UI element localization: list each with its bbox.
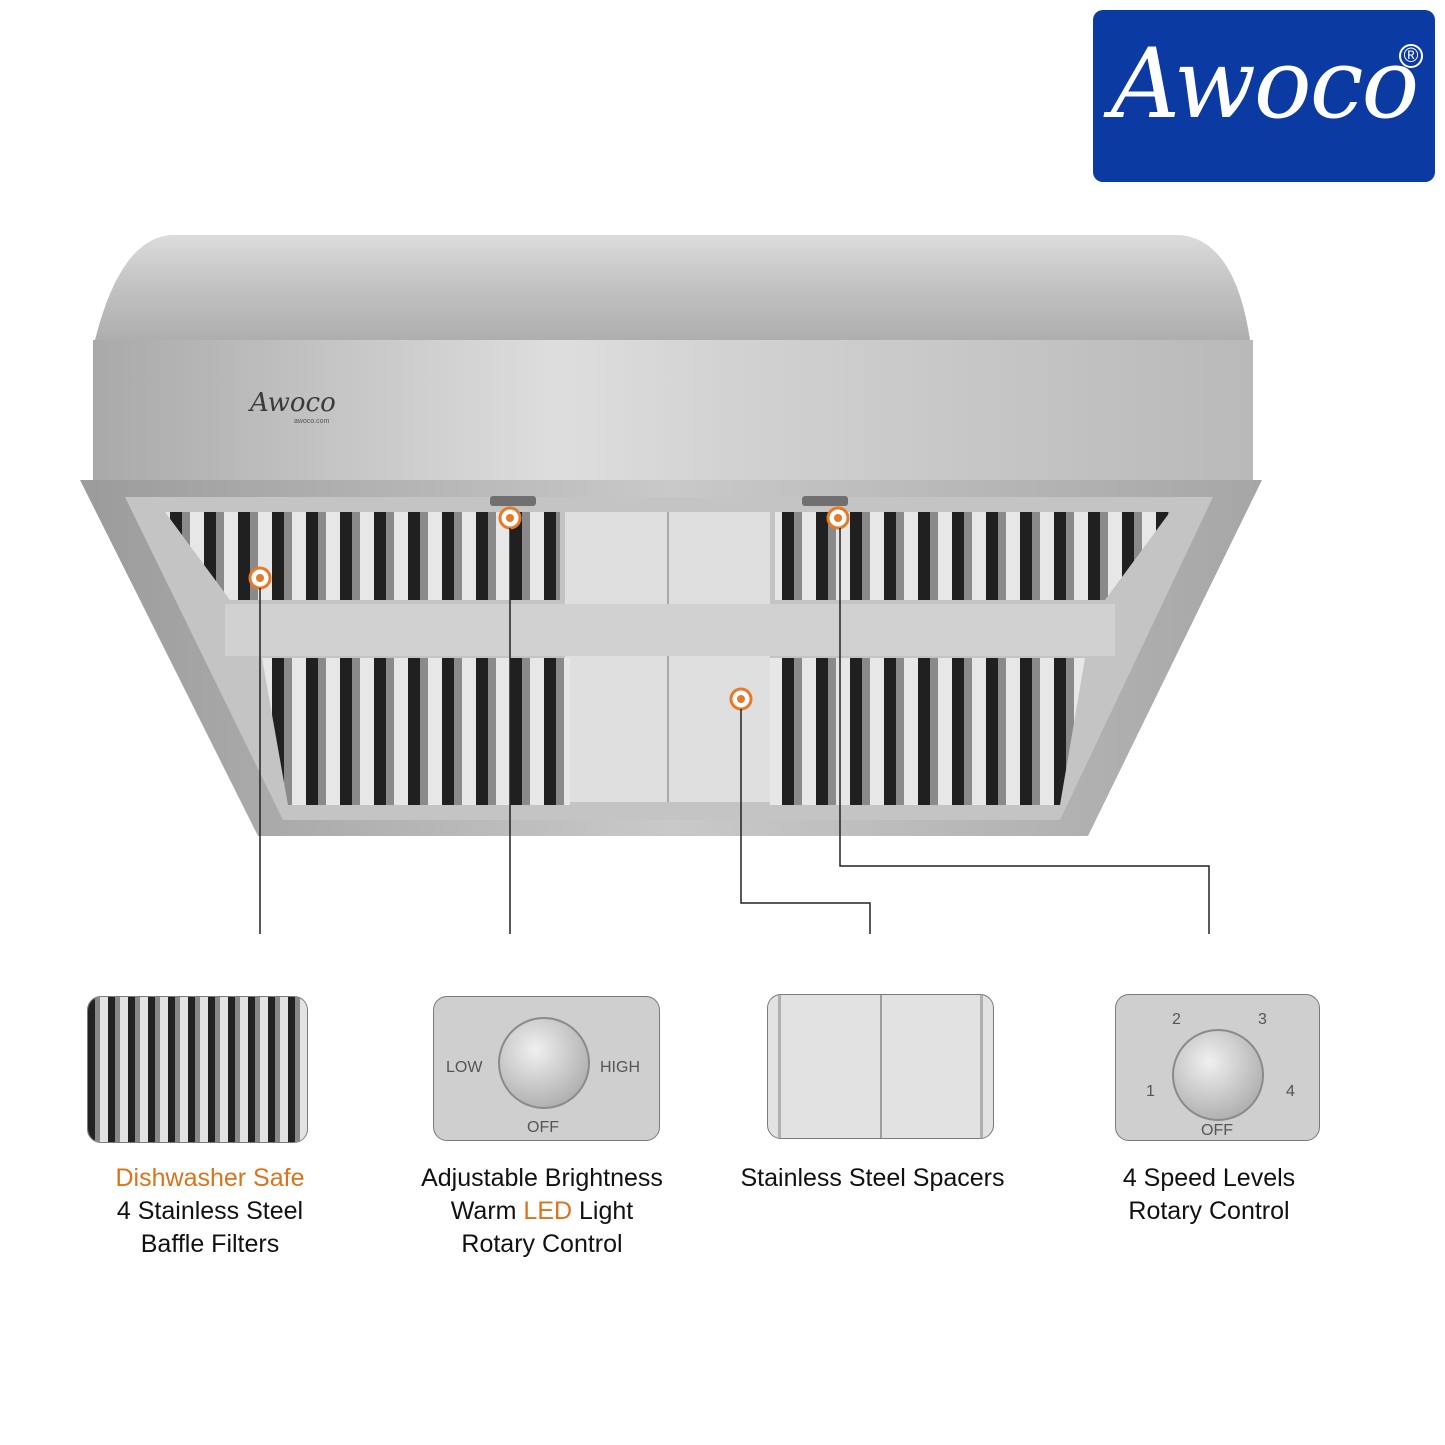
knob-off-label: OFF xyxy=(527,1119,559,1136)
light-caption-line1: Adjustable Brightness xyxy=(421,1164,663,1192)
light-knob xyxy=(498,1017,590,1109)
brand-logo-text: Awoco xyxy=(1110,28,1420,140)
speed-2-label: 2 xyxy=(1172,1011,1181,1028)
speed-off-label: OFF xyxy=(1201,1122,1233,1139)
light-caption-warm: Warm xyxy=(450,1197,524,1225)
knob-high-label: HIGH xyxy=(600,1059,640,1076)
spacers-caption: Stainless Steel Spacers xyxy=(720,1162,1025,1195)
filters-caption-line3: Baffle Filters xyxy=(140,1230,280,1258)
callout-dot-speed xyxy=(826,506,850,530)
speed-1-label: 1 xyxy=(1146,1083,1155,1100)
light-caption-light: Light xyxy=(572,1197,634,1225)
callout-dot-filters xyxy=(248,566,272,590)
speed-knob-thumbnail: 1 2 3 4 OFF xyxy=(1115,994,1320,1141)
filters-caption-line1: Dishwasher Safe xyxy=(115,1164,305,1192)
hood-logo: Awoco awoco.com xyxy=(250,388,336,425)
spacers-thumbnail xyxy=(767,994,994,1139)
light-caption: Adjustable Brightness Warm LED Light Rot… xyxy=(382,1162,702,1261)
speed-knob xyxy=(1172,1029,1264,1121)
filters-caption: Dishwasher Safe 4 Stainless Steel Baffle… xyxy=(60,1162,360,1261)
hood-site-text: awoco.com xyxy=(294,418,330,425)
brand-logo: Awoco ® xyxy=(1093,10,1435,182)
light-caption-led: LED xyxy=(523,1197,573,1225)
hood-logo-text: Awoco xyxy=(250,388,336,418)
spacer-edge-right xyxy=(980,995,983,1138)
range-hood-illustration xyxy=(80,235,1262,934)
spacers-caption-line1: Stainless Steel Spacers xyxy=(740,1164,1005,1192)
light-caption-line2: Warm LED Light xyxy=(382,1195,702,1228)
spacer-divider xyxy=(880,995,882,1138)
speed-3-label: 3 xyxy=(1258,1011,1267,1028)
callout-dot-light xyxy=(498,506,522,530)
registered-mark-icon: ® xyxy=(1399,44,1423,68)
spacer-edge-left xyxy=(778,995,781,1138)
light-knob-thumbnail: LOW HIGH OFF xyxy=(433,996,660,1141)
filters-thumbnail-image xyxy=(88,997,307,1142)
knob-low-label: LOW xyxy=(446,1059,483,1076)
speed-4-label: 4 xyxy=(1286,1083,1295,1100)
speed-caption-line1: 4 Speed Levels xyxy=(1122,1164,1296,1192)
leader-lines xyxy=(259,528,1210,934)
filters-caption-line2: 4 Stainless Steel xyxy=(116,1197,304,1225)
speed-caption-line2: Rotary Control xyxy=(1128,1197,1290,1225)
filters-thumbnail xyxy=(87,996,308,1143)
speed-caption: 4 Speed Levels Rotary Control xyxy=(1075,1162,1343,1228)
light-caption-line3: Rotary Control xyxy=(461,1230,623,1258)
callout-dot-spacers xyxy=(729,687,753,711)
